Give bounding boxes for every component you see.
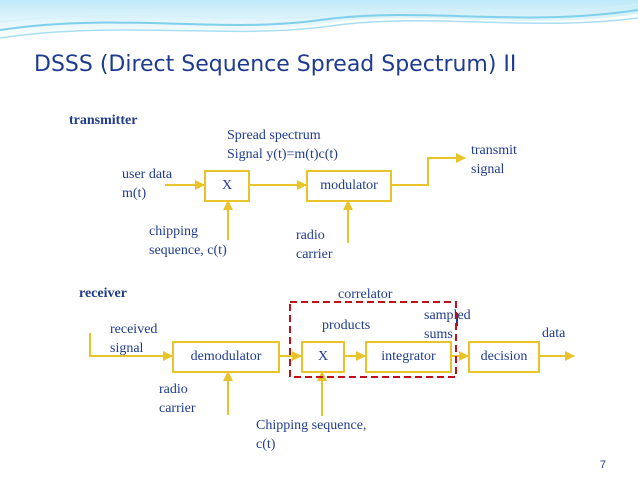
slide-title: DSSS (Direct Sequence Spread Spectrum) I…	[34, 52, 517, 77]
transmitter-section-label: transmitter	[69, 113, 138, 128]
wire-received-to-demodulator	[89, 333, 173, 361]
receiver-chipping-sequence-label: Chipping sequence, c(t)	[256, 416, 366, 454]
transmitter-multiplier-box: X	[204, 170, 250, 202]
demodulator-box: demodulator	[172, 341, 280, 373]
transmitter-radio-line1: radio	[296, 228, 325, 243]
sampled-sums-line1: sampled	[424, 308, 471, 323]
receiver-chipping-line1: Chipping sequence,	[256, 418, 367, 433]
transmit-signal-line2: signal	[471, 162, 505, 177]
integrator-box: integrator	[365, 341, 452, 373]
receiver-radio-line2: carrier	[159, 401, 196, 416]
chipping-sequence-line2: sequence, c(t)	[149, 243, 227, 258]
receiver-radio-line1: radio	[159, 382, 188, 397]
spread-spectrum-label: Spread spectrum Signal y(t)=m(t)c(t)	[227, 126, 338, 164]
received-signal-label: received signal	[110, 320, 157, 358]
receiver-radio-carrier-label: radio carrier	[159, 380, 196, 418]
received-signal-line2: signal	[110, 341, 144, 356]
transmitter-radio-carrier-label: radio carrier	[296, 226, 333, 264]
correlator-label: correlator	[338, 287, 393, 302]
chipping-sequence-label: chipping sequence, c(t)	[149, 222, 227, 260]
products-label: products	[322, 318, 371, 333]
spread-spectrum-line1: Spread spectrum	[227, 128, 321, 143]
modulator-box: modulator	[306, 170, 392, 202]
sampled-sums-label: sampled sums	[424, 306, 471, 344]
decision-box: decision	[468, 341, 540, 373]
receiver-multiplier-box: X	[301, 341, 345, 373]
chipping-sequence-line1: chipping	[149, 224, 198, 239]
spread-spectrum-line2: Signal y(t)=m(t)c(t)	[227, 147, 338, 162]
transmitter-radio-line2: carrier	[296, 247, 333, 262]
user-data-label: user data m(t)	[122, 165, 172, 203]
data-output-label: data	[542, 326, 566, 341]
header-wave-decoration	[0, 0, 638, 39]
page-number: 7	[599, 459, 606, 471]
user-data-line2: m(t)	[122, 186, 147, 201]
received-signal-line1: received	[110, 322, 158, 337]
receiver-section-label: receiver	[79, 286, 127, 301]
correlator-dashed-box	[289, 301, 457, 378]
user-data-line1: user data	[122, 167, 173, 182]
receiver-chipping-line2: c(t)	[256, 437, 276, 452]
transmit-signal-label: transmit signal	[471, 141, 517, 179]
transmit-signal-line1: transmit	[471, 143, 517, 158]
wire-modulator-to-transmit	[391, 153, 466, 186]
sampled-sums-line2: sums	[424, 327, 453, 342]
